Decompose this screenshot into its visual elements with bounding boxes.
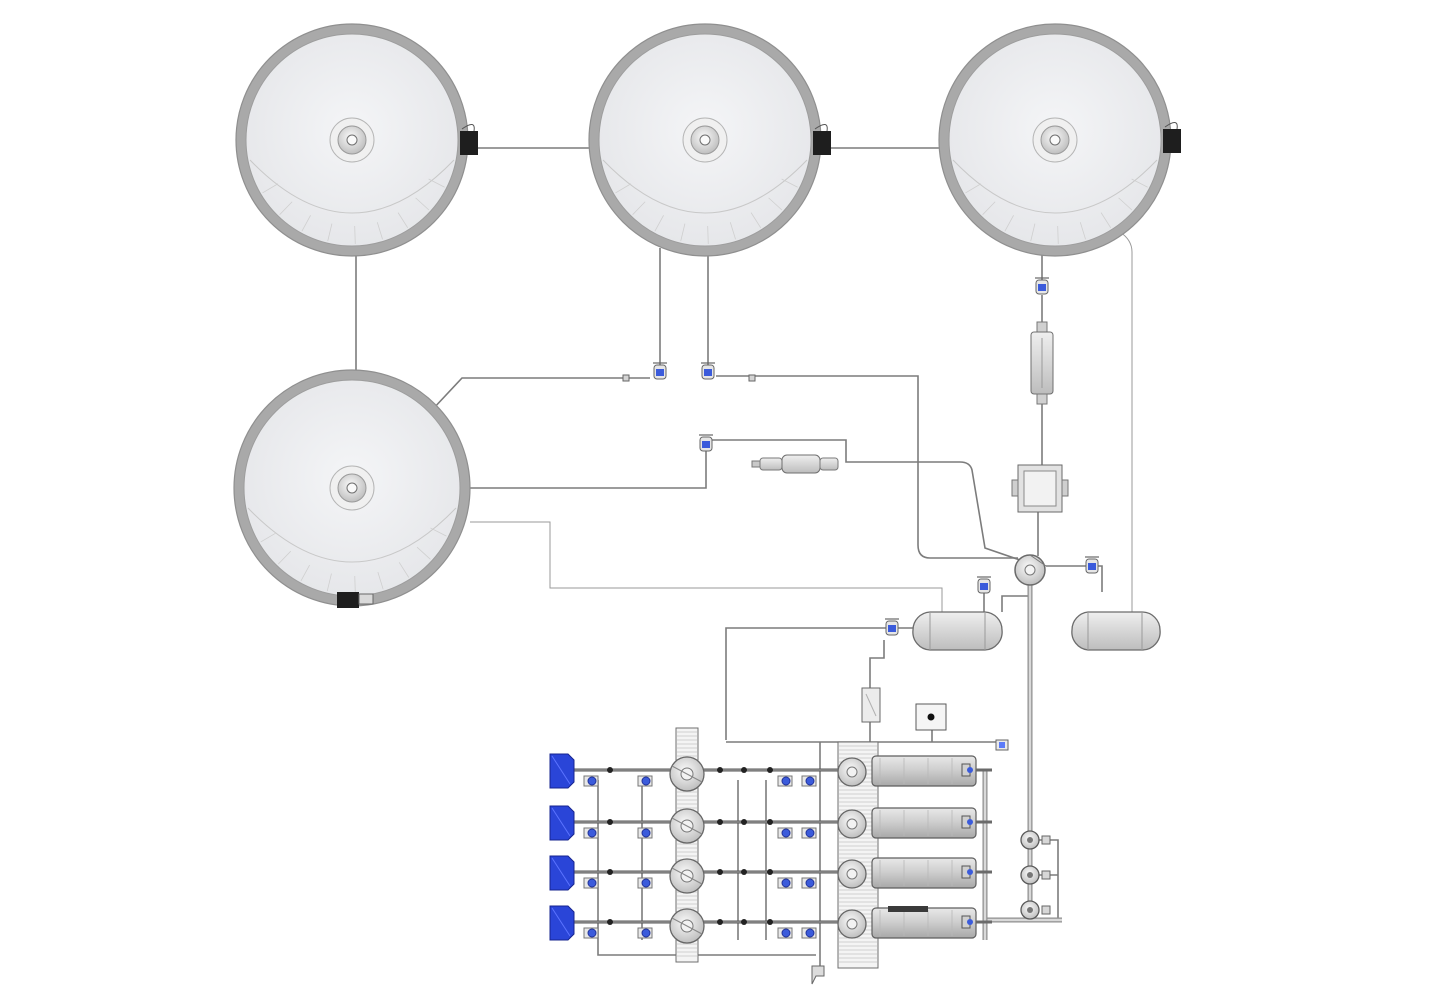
center-hub-icon bbox=[1032, 117, 1078, 163]
booster-pump-icon bbox=[1020, 865, 1051, 885]
small-valve-icon bbox=[801, 827, 817, 839]
clarifier-tank-3 bbox=[938, 23, 1181, 257]
inline-valves bbox=[622, 277, 1099, 636]
clarifier-tank-1 bbox=[235, 23, 478, 257]
clarifier-tank-2 bbox=[588, 23, 831, 257]
pipe-node-icon bbox=[607, 767, 613, 773]
pipe-node-icon bbox=[767, 919, 773, 925]
membrane-module-icon bbox=[871, 907, 992, 939]
booster-pump-icon bbox=[1020, 830, 1051, 850]
transfer-pump-icon bbox=[1014, 554, 1047, 586]
pipe-node-icon bbox=[717, 919, 723, 925]
membrane-module-icon bbox=[871, 807, 992, 839]
small-valve-icon bbox=[801, 877, 817, 889]
control-valve-icon bbox=[1085, 556, 1099, 574]
small-valve-icon bbox=[777, 927, 793, 939]
filter-housing-icon bbox=[549, 855, 575, 891]
pipe-node-icon bbox=[717, 819, 723, 825]
control-valve-icon bbox=[699, 434, 713, 452]
vertical-flow-meter bbox=[1030, 321, 1054, 405]
drive-unit-icon bbox=[460, 124, 478, 155]
clarifier-tank-4 bbox=[233, 369, 471, 608]
pipe-node-icon bbox=[607, 869, 613, 875]
small-valve-icon bbox=[583, 827, 599, 839]
clarifier-tanks bbox=[233, 23, 1181, 608]
small-valve-icon bbox=[801, 927, 817, 939]
piping-network bbox=[355, 147, 1133, 968]
filter-cartridge-housing bbox=[861, 687, 881, 723]
center-hub-icon bbox=[329, 117, 375, 163]
membrane-module-icon bbox=[871, 755, 992, 787]
pipe-node-icon bbox=[741, 869, 747, 875]
filter-train-2 bbox=[549, 805, 992, 844]
rotary-valve-icon bbox=[669, 908, 705, 944]
pipe-node-icon bbox=[717, 869, 723, 875]
pipe-node-icon bbox=[717, 767, 723, 773]
filter-train-3 bbox=[549, 855, 992, 894]
control-valve-icon bbox=[885, 618, 899, 636]
small-valve-icon bbox=[777, 827, 793, 839]
drive-unit-icon bbox=[1163, 122, 1181, 153]
center-hub-icon bbox=[682, 117, 728, 163]
membrane-module-icon bbox=[871, 857, 992, 889]
control-valve-icon bbox=[653, 362, 667, 380]
filter-train-4 bbox=[549, 905, 992, 944]
small-valve-icon bbox=[583, 927, 599, 939]
rotary-valve-icon bbox=[837, 809, 867, 839]
small-valve-icon bbox=[637, 877, 653, 889]
control-valve-icon bbox=[977, 576, 991, 594]
center-hub-icon bbox=[329, 465, 375, 511]
small-valve-icon bbox=[777, 775, 793, 787]
booster-pump-icon bbox=[1020, 900, 1051, 920]
filter-train-1 bbox=[549, 753, 992, 792]
horizontal-heat-exchanger bbox=[751, 454, 839, 474]
rotary-valve-icon bbox=[837, 859, 867, 889]
pipe-fitting-icon bbox=[748, 374, 756, 382]
small-valve-icon bbox=[583, 775, 599, 787]
control-panel-icon bbox=[915, 703, 947, 731]
horizontal-vessel-1 bbox=[912, 611, 1003, 651]
drive-unit-icon bbox=[337, 592, 374, 608]
flow-control-box bbox=[1011, 464, 1069, 513]
booster-pump-stack bbox=[1020, 830, 1051, 920]
module-support-bar bbox=[888, 906, 928, 912]
filter-housing-icon bbox=[549, 905, 575, 941]
filter-skid bbox=[549, 727, 992, 969]
rotary-valve-icon bbox=[837, 909, 867, 939]
pipe-node-icon bbox=[741, 767, 747, 773]
pipe-node-icon bbox=[767, 767, 773, 773]
small-instrument-icon bbox=[995, 739, 1009, 751]
small-valve-icon bbox=[777, 877, 793, 889]
control-valve-icon bbox=[701, 362, 715, 380]
horizontal-vessel-2 bbox=[1071, 611, 1161, 651]
pipe-node-icon bbox=[607, 919, 613, 925]
small-valve-icon bbox=[583, 877, 599, 889]
control-valve-icon bbox=[1035, 277, 1049, 295]
filter-housing-icon bbox=[549, 753, 575, 789]
small-valve-icon bbox=[637, 775, 653, 787]
pipe-node-icon bbox=[607, 819, 613, 825]
rotary-valve-icon bbox=[669, 756, 705, 792]
pipe-node-icon bbox=[767, 819, 773, 825]
pipe-node-icon bbox=[741, 819, 747, 825]
pipe-node-icon bbox=[741, 919, 747, 925]
small-valve-icon bbox=[637, 827, 653, 839]
pipe-fitting-icon bbox=[622, 374, 630, 382]
rotary-valve-icon bbox=[837, 757, 867, 787]
drive-unit-icon bbox=[813, 124, 831, 155]
pipe-node-icon bbox=[767, 869, 773, 875]
rotary-valve-icon bbox=[669, 858, 705, 894]
small-valve-icon bbox=[637, 927, 653, 939]
rotary-valve-icon bbox=[669, 808, 705, 844]
filter-housing-icon bbox=[549, 805, 575, 841]
drain-funnel-icon bbox=[811, 965, 825, 985]
small-valve-icon bbox=[801, 775, 817, 787]
